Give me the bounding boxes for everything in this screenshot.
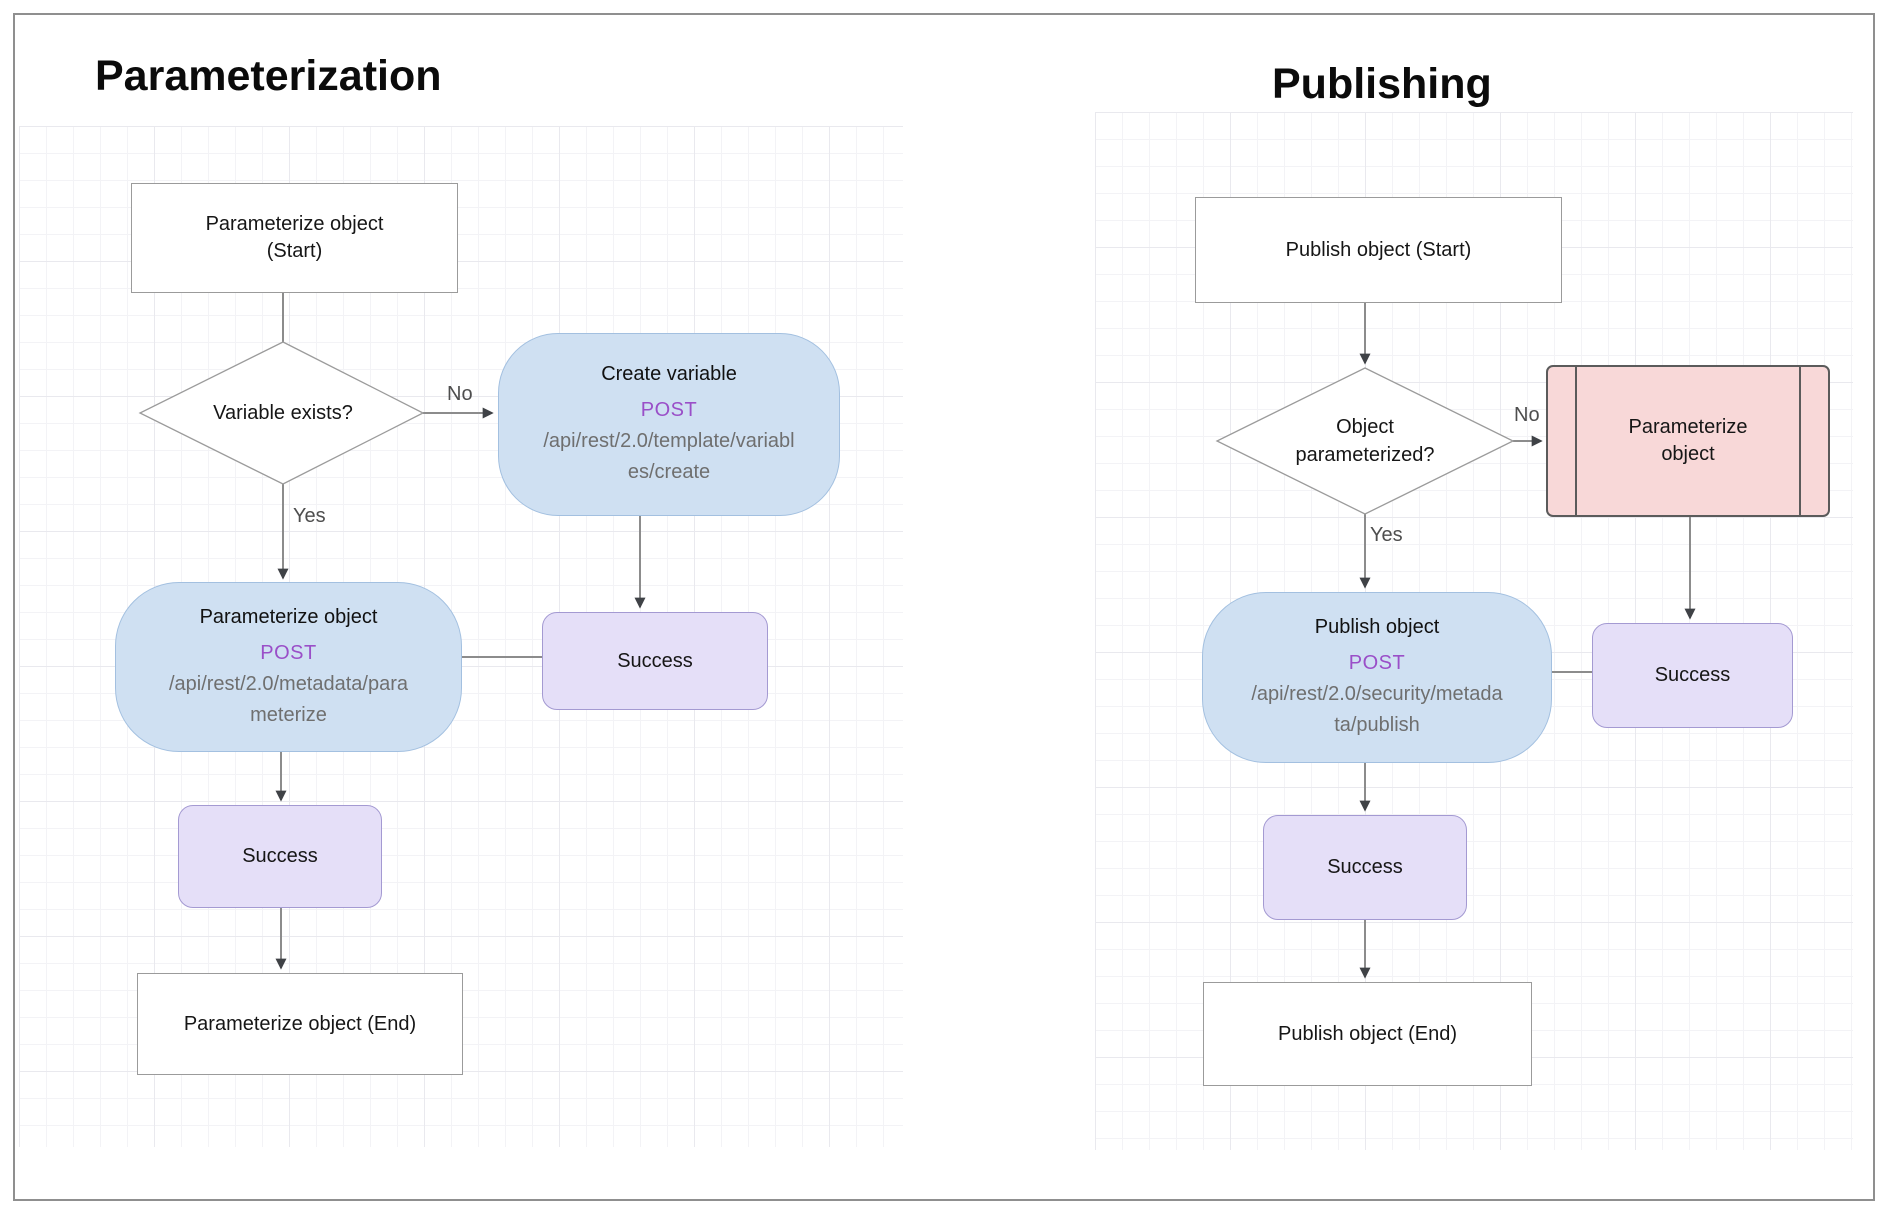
edge-label-yes-left: Yes: [293, 505, 326, 527]
api-method-label: POST: [1348, 652, 1406, 674]
end-node-label: Publish object (End): [1278, 1022, 1457, 1045]
success-node-label: Success: [617, 649, 693, 672]
end-node-publish: Publish object (End): [1203, 982, 1532, 1086]
api-method-label: POST: [260, 641, 317, 664]
start-node-parameterize: Parameterize object (Start): [131, 183, 458, 293]
page-border: [13, 13, 1875, 1201]
success-node-subprocess: Success: [1592, 623, 1793, 728]
success-node-create-variable: Success: [542, 612, 768, 710]
edge-label-no-left: No: [447, 383, 473, 405]
api-node-publish-object: Publish object POST /api/rest/2.0/securi…: [1202, 592, 1552, 763]
decision-label-variable-exists: Variable exists?: [213, 402, 353, 424]
api-node-title: Publish object: [1314, 616, 1440, 638]
subprocess-node-parameterize-object: Parameterize object: [1546, 365, 1830, 517]
api-endpoint-label: /api/rest/2.0/metadata/parameterize: [168, 672, 409, 726]
success-node-label: Success: [1327, 856, 1403, 878]
start-node-label: Publish object (Start): [1285, 238, 1472, 261]
api-node-parameterize-object: Parameterize object POST /api/rest/2.0/m…: [115, 582, 462, 752]
start-node-publish: Publish object (Start): [1195, 197, 1562, 303]
subprocess-left-bar: [1575, 367, 1577, 515]
api-endpoint-label: /api/rest/2.0/security/metadata/publish: [1251, 683, 1503, 736]
api-method-label: POST: [640, 399, 698, 421]
edge-label-yes-right: Yes: [1370, 524, 1403, 546]
edge-label-no-right: No: [1514, 404, 1540, 426]
success-node-label: Success: [1654, 664, 1731, 686]
subprocess-right-bar: [1799, 367, 1801, 515]
start-node-label: Parameterize object (Start): [205, 213, 384, 262]
success-node-publish: Success: [1263, 815, 1467, 920]
api-endpoint-label: /api/rest/2.0/template/variables/create: [543, 430, 795, 483]
api-node-create-variable: Create variable POST /api/rest/2.0/templ…: [498, 333, 840, 516]
api-node-title: Create variable: [601, 363, 737, 385]
end-node-parameterize: Parameterize object (End): [137, 973, 463, 1075]
decision-diamond-variable-exists: [138, 341, 425, 485]
success-node-label: Success: [242, 845, 318, 867]
page-title-parameterization: Parameterization: [95, 52, 442, 100]
success-node-parameterize: Success: [178, 805, 382, 908]
decision-label-object-parameterized: Object parameterized?: [1295, 416, 1435, 466]
subprocess-node-label: Parameterize object: [1628, 416, 1748, 465]
decision-diamond-object-parameterized: [1215, 367, 1515, 515]
api-node-title: Parameterize object: [199, 605, 378, 628]
end-node-label: Parameterize object (End): [183, 1012, 417, 1035]
page-title-publishing: Publishing: [1272, 60, 1492, 108]
